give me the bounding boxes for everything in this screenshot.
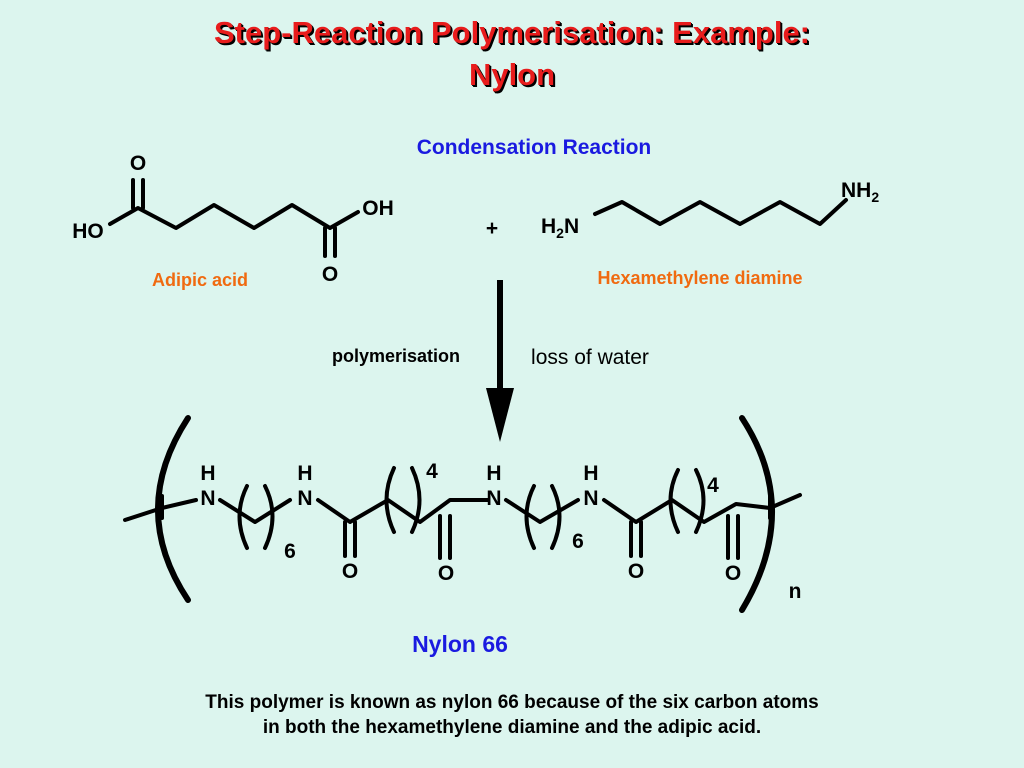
diamine-structure xyxy=(593,198,848,226)
adipic-acid-label: Adipic acid xyxy=(152,270,248,290)
polymer-adipoyl-1 xyxy=(316,498,490,524)
repeat-bracket-4-right xyxy=(694,468,706,534)
reaction-arrow-head xyxy=(486,388,514,442)
polymer-atom-o-2: O xyxy=(438,562,454,585)
diamine-nh2-label: NH2 xyxy=(841,179,879,205)
plus-sign: + xyxy=(486,217,498,240)
repeat-bracket-4-left xyxy=(668,468,680,534)
polymer-atom-h-1: H xyxy=(200,462,215,485)
adipic-acid-atom-o-top: O xyxy=(130,152,146,175)
polymer-atom-h-2: H xyxy=(297,462,312,485)
explanation-text: This polymer is known as nylon 66 becaus… xyxy=(0,690,1024,740)
repeat-bracket-3-left xyxy=(524,484,536,550)
polymer-atom-n-3: N xyxy=(486,487,501,510)
repeat-subscript-4-a: 4 xyxy=(426,460,438,483)
polymer-atom-n-2: N xyxy=(297,487,312,510)
adipic-acid-atom-oh: OH xyxy=(362,197,394,220)
adipic-acid-atom-o-bottom: O xyxy=(322,263,338,286)
repeat-subscript-6-a: 6 xyxy=(284,540,296,563)
repeat-subscript-6-b: 6 xyxy=(572,530,584,553)
repeat-bracket-3-right xyxy=(550,484,562,550)
polymer-atom-o-1: O xyxy=(342,560,358,583)
slide-title-line2: Nylon xyxy=(468,57,556,92)
diamine-label: Hexamethylene diamine xyxy=(597,268,802,288)
explanation-line2: in both the hexamethylene diamine and th… xyxy=(262,717,762,738)
polymer-atom-h-4: H xyxy=(583,462,598,485)
diamine-h2n-label: H2N xyxy=(541,215,579,241)
explanation-line1: This polymer is known as nylon 66 becaus… xyxy=(205,692,819,713)
polymer-structure xyxy=(123,466,802,560)
polymer-atom-n-4: N xyxy=(583,487,598,510)
polymer-atom-n-1: N xyxy=(200,487,215,510)
nylon-66-label: Nylon 66 xyxy=(412,631,508,657)
polymer-terminal-right xyxy=(768,493,802,510)
repeat-subscript-n: n xyxy=(789,580,802,603)
repeat-bracket-1-left xyxy=(237,484,249,550)
polymer-adipoyl-2 xyxy=(602,498,772,524)
repeat-bracket-2-right xyxy=(410,466,422,534)
reaction-type-label: Condensation Reaction xyxy=(417,136,652,159)
polymer-hexyl-2 xyxy=(504,498,580,524)
polymer-atom-o-4: O xyxy=(725,562,741,585)
loss-of-water-label: loss of water xyxy=(531,346,649,369)
polymer-hexyl-1 xyxy=(218,498,292,524)
repeat-subscript-4-b: 4 xyxy=(707,474,719,497)
slide-title: Step-Reaction Polymerisation: Example: N… xyxy=(0,12,1024,96)
polymer-parenthesis-right xyxy=(739,415,775,613)
adipic-acid-chain-bond xyxy=(108,203,360,230)
polymer-atom-h-3: H xyxy=(486,462,501,485)
polymer-parenthesis-left xyxy=(155,415,191,603)
diamine-chain-bond xyxy=(593,198,848,226)
reaction-arrow xyxy=(486,280,514,442)
repeat-bracket-1-right xyxy=(263,484,275,550)
slide-title-line1: Step-Reaction Polymerisation: Example: xyxy=(213,15,811,50)
polymer-atom-o-3: O xyxy=(628,560,644,583)
polymer-bond-1 xyxy=(160,498,198,510)
repeat-bracket-2-left xyxy=(384,466,396,534)
polymerisation-label: polymerisation xyxy=(332,346,460,366)
adipic-acid-atom-ho: HO xyxy=(72,220,104,243)
adipic-acid-structure xyxy=(108,178,360,258)
